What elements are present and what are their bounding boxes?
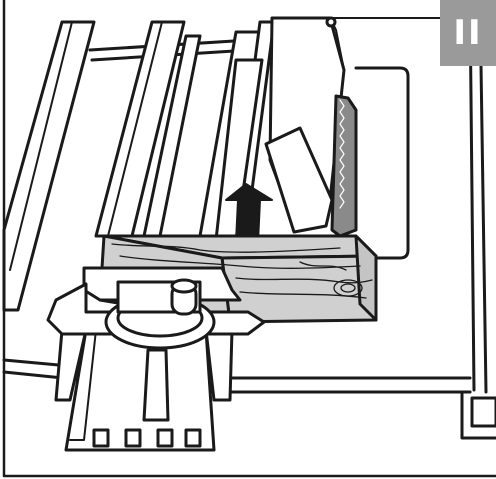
right-clamp <box>460 390 496 440</box>
miter-slide-bar <box>64 328 216 452</box>
blade-guard <box>264 16 471 234</box>
left-rail <box>2 20 96 312</box>
miter-gauge-head <box>46 266 266 350</box>
miter-rails <box>54 328 234 402</box>
saw-blade <box>330 94 358 238</box>
step-badge: II <box>440 0 496 66</box>
blade-slot-outline <box>354 66 410 260</box>
